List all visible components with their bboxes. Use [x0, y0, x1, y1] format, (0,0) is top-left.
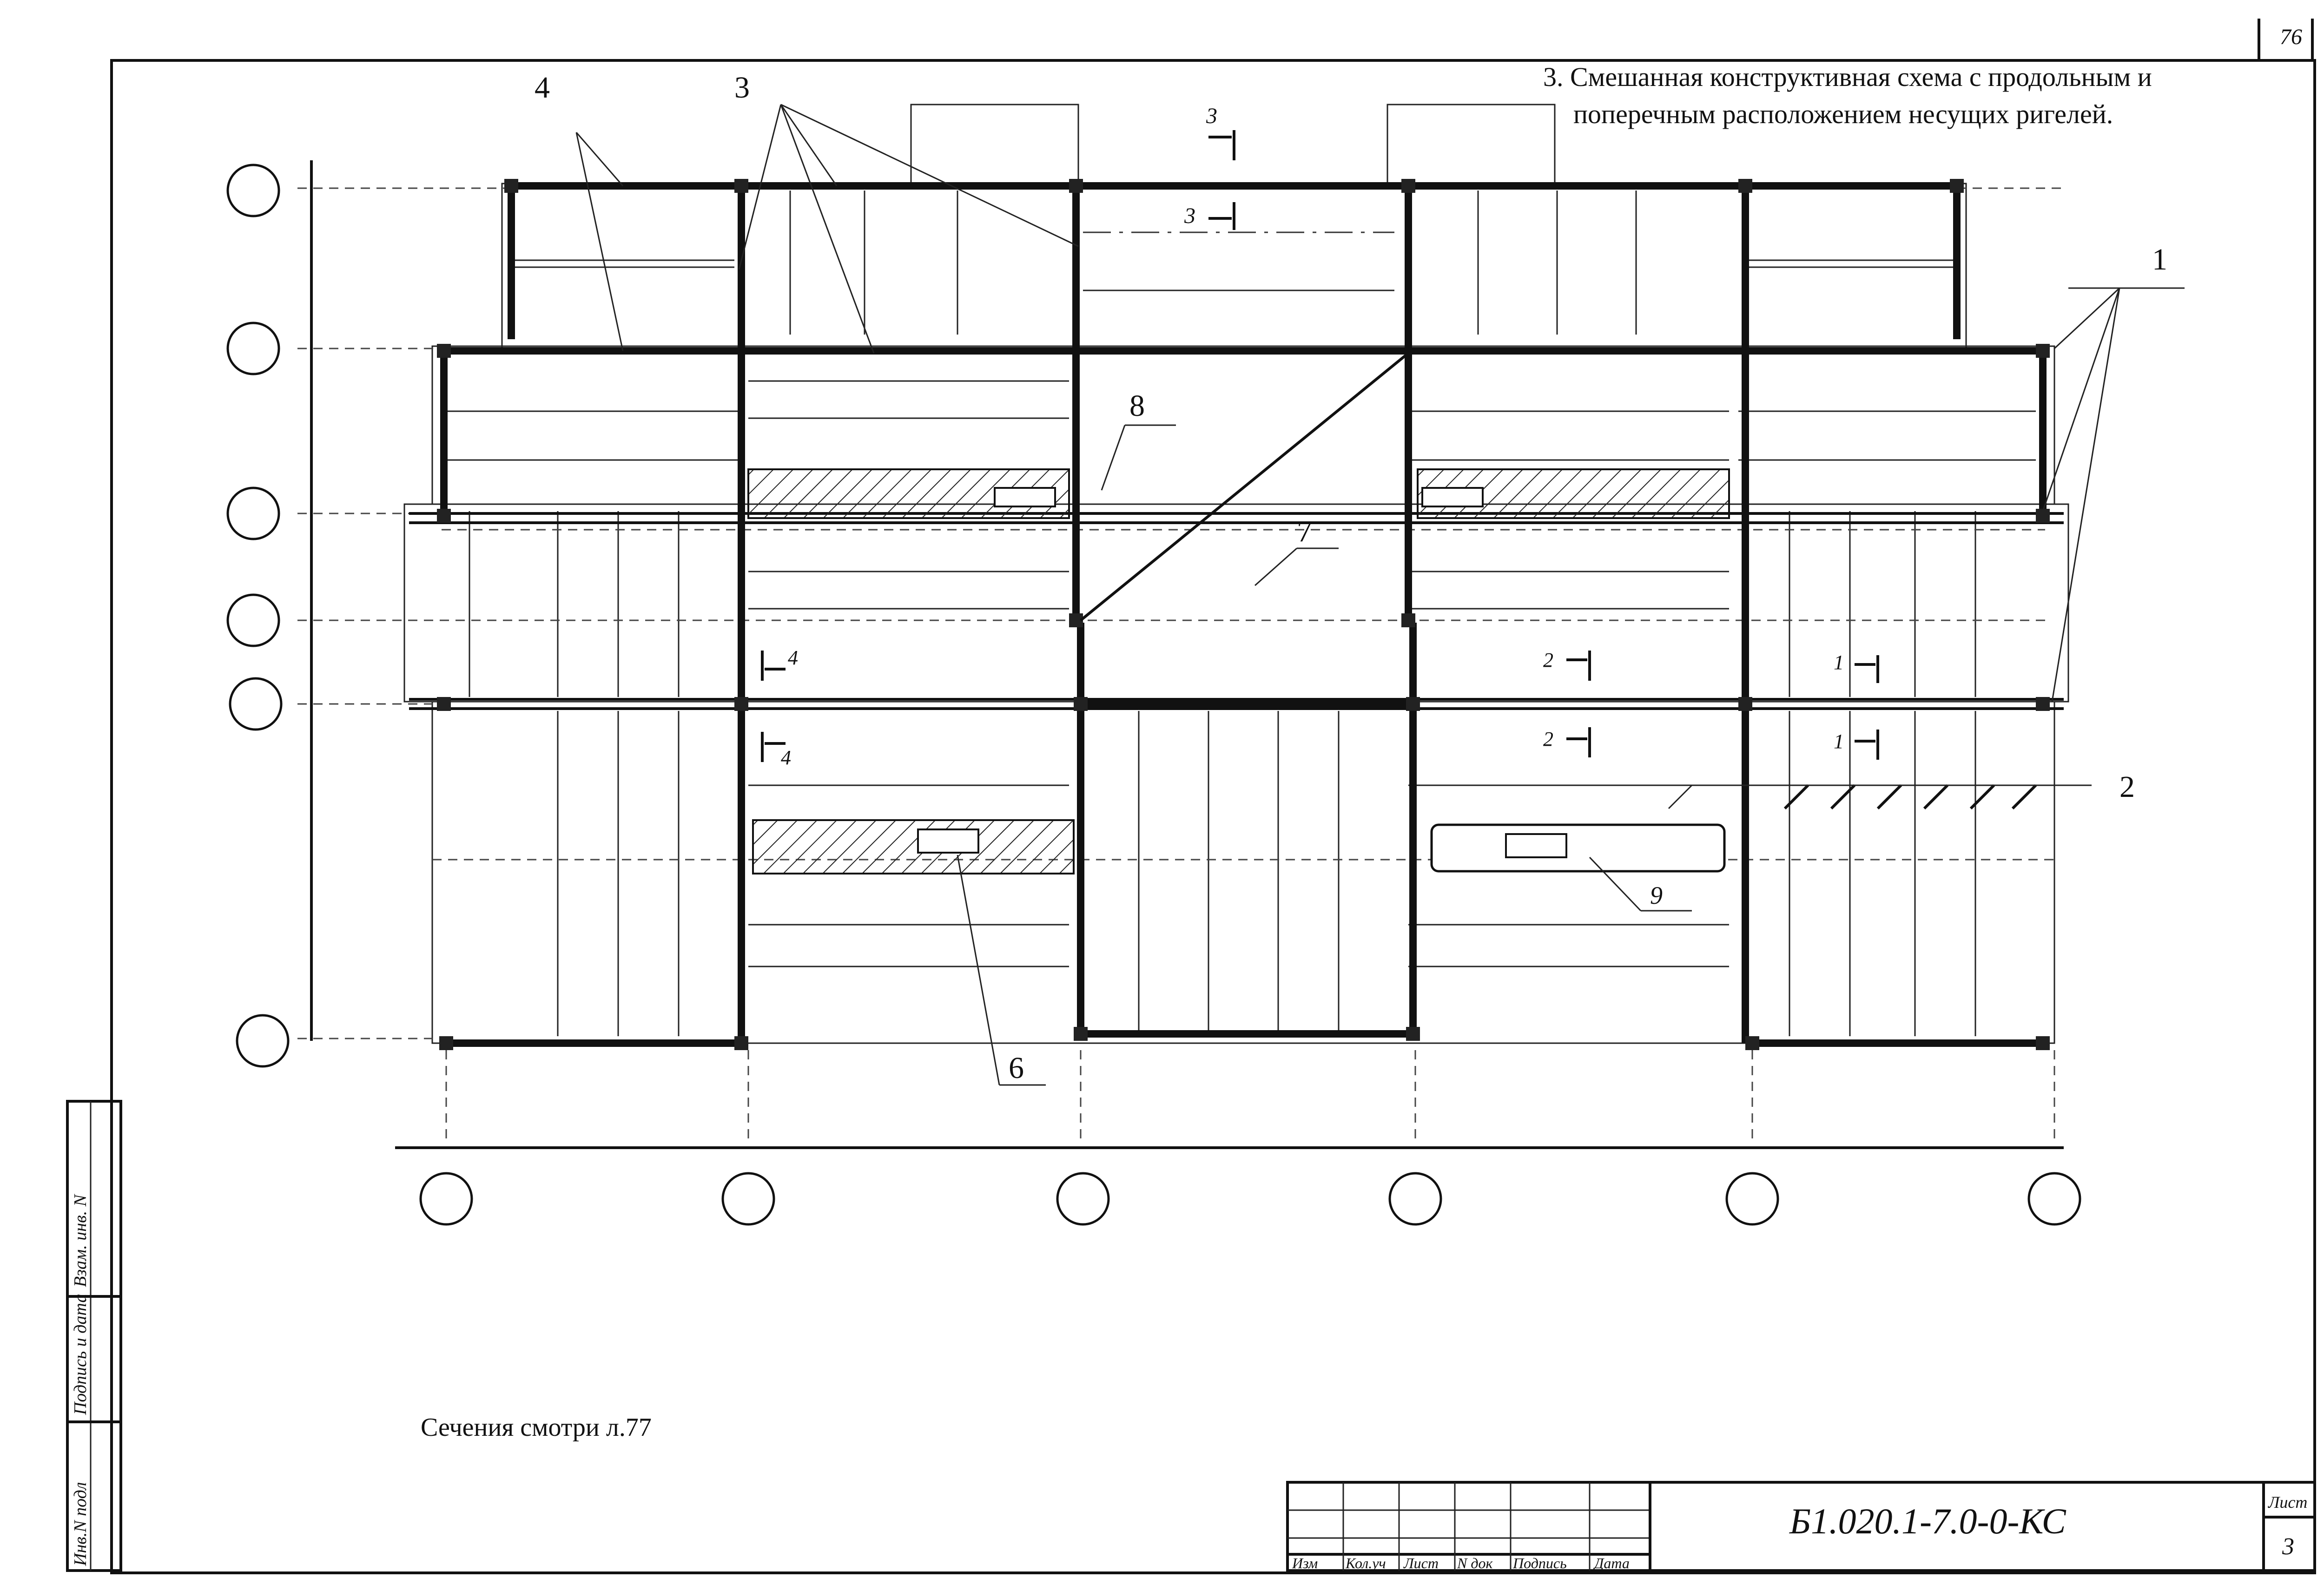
drawing-code: Б1.020.1-7.0-0-КС — [1789, 1501, 2067, 1541]
side-stamp-label: Взам. инв. N — [71, 1193, 90, 1287]
sheet-frame — [110, 19, 2316, 1574]
heading-line-1: 3. Смешанная конструктивная схема с прод… — [1543, 62, 2152, 92]
stamp-column: Подпись — [1512, 1555, 1567, 1571]
section-label: 4 — [788, 646, 798, 669]
callout-leaders — [575, 104, 2185, 1086]
axis-bubble — [721, 1172, 775, 1226]
axis-bubble — [2027, 1172, 2081, 1226]
axis-bubble — [1725, 1172, 1779, 1226]
bottom-axes — [395, 1146, 2081, 1226]
stamp-column: Изм — [1292, 1555, 1318, 1571]
section-label: 1 — [1834, 730, 1844, 753]
section-marks — [761, 130, 1879, 762]
floor-plan — [297, 104, 2069, 1138]
side-stamp — [66, 1100, 122, 1572]
sheet-value: 3 — [2282, 1533, 2294, 1560]
axis-bubble — [226, 487, 280, 540]
axis-bubble — [1056, 1172, 1110, 1226]
callout-label: 4 — [535, 71, 550, 105]
axis-bubble — [236, 1014, 290, 1068]
axis-bubble — [226, 164, 280, 217]
callout-label: 9 — [1650, 881, 1663, 909]
section-label: 3 — [1206, 104, 1217, 128]
axis-bubble — [1388, 1172, 1442, 1226]
section-label: 4 — [781, 746, 791, 769]
stamp-column: Кол.уч — [1345, 1555, 1386, 1571]
callout-label: 1 — [2152, 243, 2167, 276]
callout-label: 7 — [1297, 514, 1312, 548]
section-label: 2 — [1543, 649, 1553, 671]
stamp-column: Лист — [1403, 1555, 1439, 1571]
section-label: 1 — [1834, 651, 1844, 674]
sheet-label: Лист — [2268, 1493, 2307, 1512]
stamp-column: Дата — [1593, 1555, 1630, 1571]
heading-line-2: поперечным расположением несущих ригелей… — [1573, 99, 2113, 129]
left-axes — [226, 160, 313, 1068]
title-block — [1286, 1481, 2316, 1572]
callout-label: 2 — [2119, 770, 2135, 804]
callout-label: 8 — [1129, 389, 1145, 423]
side-stamp-label: Подпись и дата — [71, 1294, 90, 1415]
stamp-column: N док — [1457, 1555, 1493, 1571]
axis-bubble — [226, 593, 280, 647]
callout-label: 6 — [1009, 1051, 1024, 1085]
callout-label: 3 — [734, 71, 750, 105]
side-stamp-label: Инв.N подл — [71, 1482, 90, 1566]
axis-bubble — [419, 1172, 473, 1226]
axis-bubble — [226, 322, 280, 375]
section-label: 3 — [1184, 204, 1195, 228]
sheet-number-top: 76 — [2280, 25, 2302, 49]
axis-bubble — [229, 677, 283, 731]
section-label: 2 — [1543, 728, 1553, 750]
sections-note: Сечения смотри л.77 — [421, 1413, 652, 1442]
